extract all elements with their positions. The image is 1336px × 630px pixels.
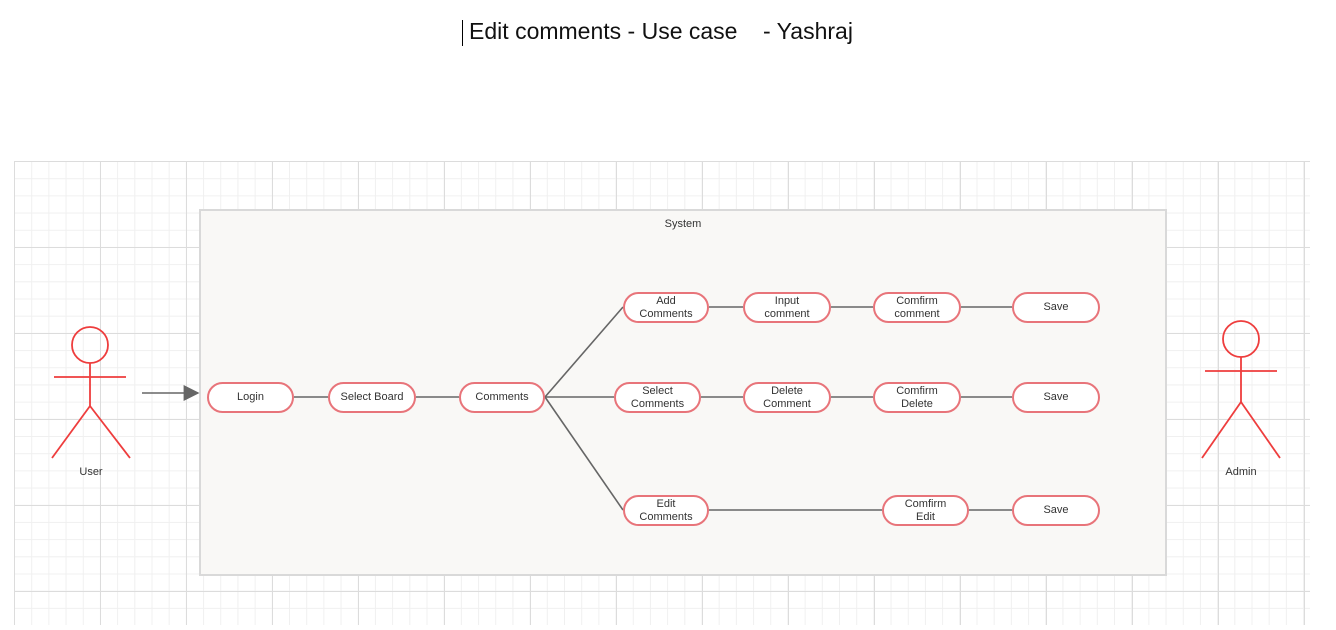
- confirm-edit-use-case[interactable]: Comfirm Edit: [882, 495, 969, 526]
- save-edit-use-case[interactable]: Save: [1012, 495, 1100, 526]
- select-comments-use-case[interactable]: Select Comments: [614, 382, 701, 413]
- user-actor-label: User: [79, 466, 103, 478]
- comments-to-add-comments-line: [544, 306, 624, 398]
- comments-use-case[interactable]: Comments: [459, 382, 545, 413]
- input-comment-use-case[interactable]: Input comment: [743, 292, 831, 323]
- confirm-comment-use-case[interactable]: Comfirm comment: [873, 292, 961, 323]
- delete-comment-use-case[interactable]: Delete Comment: [743, 382, 831, 413]
- user-actor-icon: [51, 326, 131, 459]
- save-delete-use-case[interactable]: Save: [1012, 382, 1100, 413]
- comments-to-edit-comments-line: [544, 396, 624, 511]
- select-board-use-case[interactable]: Select Board: [328, 382, 416, 413]
- system-label: System: [664, 218, 702, 230]
- login-use-case[interactable]: Login: [207, 382, 294, 413]
- save-comment-use-case[interactable]: Save: [1012, 292, 1100, 323]
- text-cursor: [462, 20, 463, 46]
- confirm-delete-use-case[interactable]: Comfirm Delete: [873, 382, 961, 413]
- document-title: Edit comments - Use case - Yashraj: [469, 18, 853, 44]
- admin-actor-icon: [1201, 320, 1281, 459]
- admin-actor-label: Admin: [1225, 466, 1257, 478]
- add-comments-use-case[interactable]: Add Comments: [623, 292, 709, 323]
- edit-comments-use-case[interactable]: Edit Comments: [623, 495, 709, 526]
